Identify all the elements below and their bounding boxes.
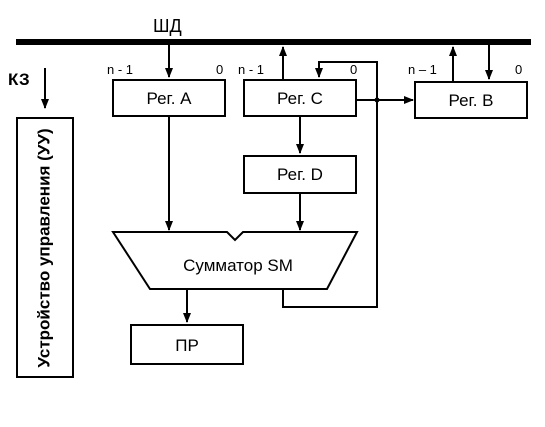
adder-to-reg-c-feedback xyxy=(282,61,378,308)
reg-c-lsb-label: 0 xyxy=(350,62,357,77)
reg-c-msb-label: n - 1 xyxy=(238,62,264,77)
control-unit-label: Устройство управления (УУ) xyxy=(34,128,53,367)
register-c-label: Рег. C xyxy=(277,89,323,108)
adder-label: Сумматор SM xyxy=(183,256,293,275)
register-a-label: Рег. А xyxy=(147,89,193,108)
register-a xyxy=(112,79,226,117)
reg-b-lsb-label: 0 xyxy=(515,62,522,77)
register-b xyxy=(414,81,528,119)
data-bus-label: ШД xyxy=(153,16,182,36)
reg-b-msb-label: n – 1 xyxy=(408,62,437,77)
adder-sm xyxy=(111,231,359,290)
result-register xyxy=(130,324,244,365)
control-unit xyxy=(16,117,74,378)
reg-a-lsb-label: 0 xyxy=(216,62,223,77)
reg-a-msb-label: n - 1 xyxy=(107,62,133,77)
register-d-label: Рег. D xyxy=(277,165,323,184)
register-c xyxy=(243,79,357,117)
kz-label: КЗ xyxy=(8,70,30,89)
result-register-label: ПР xyxy=(175,336,199,355)
register-d xyxy=(243,155,357,194)
register-b-label: Рег. В xyxy=(449,91,494,110)
